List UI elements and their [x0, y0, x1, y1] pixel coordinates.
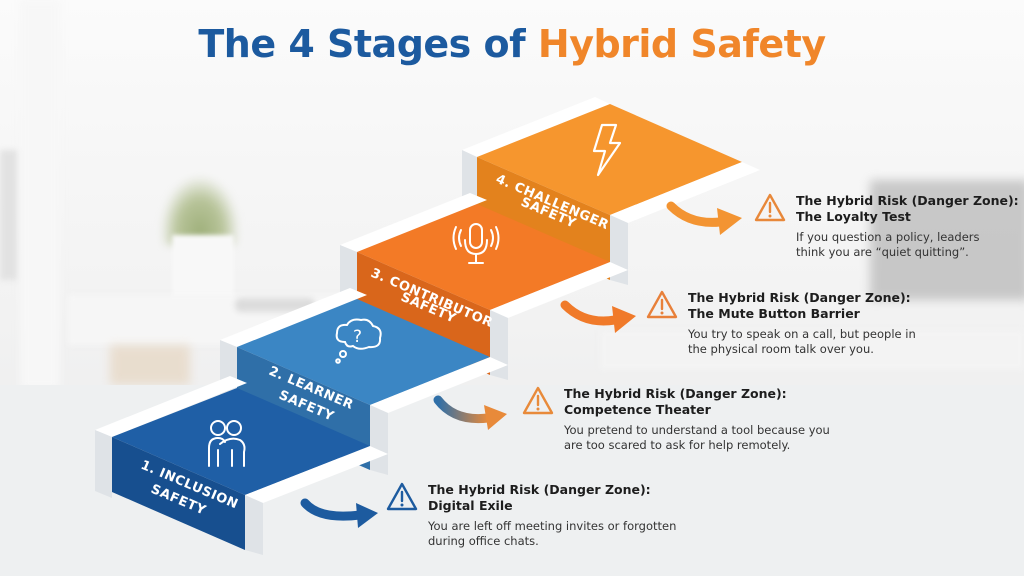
risk-description: If you question a policy, leaders think … — [796, 230, 980, 259]
laptop — [235, 298, 315, 312]
title-part-1: The 4 Stages of — [198, 22, 526, 66]
people-embrace-icon — [208, 420, 246, 467]
pillar — [20, 0, 60, 390]
arrow-stage-2 — [433, 395, 507, 430]
warning-triangle-icon — [386, 482, 418, 511]
plant-pot — [172, 235, 234, 305]
risk-callout-stage-4: The Hybrid Risk (Danger Zone): The Loyal… — [754, 193, 1024, 260]
svg-text:?: ? — [353, 327, 362, 347]
risk-heading: The Hybrid Risk (Danger Zone): Digital E… — [428, 482, 651, 513]
warning-triangle-icon — [522, 386, 554, 415]
thought-bubble-question-icon: ? — [335, 318, 382, 364]
page-title: The 4 Stages of Hybrid Safety — [0, 22, 1024, 66]
monitor — [870, 180, 1024, 300]
risk-callout-stage-3: The Hybrid Risk (Danger Zone): The Mute … — [646, 290, 956, 357]
lightning-bolt-icon — [592, 123, 622, 177]
warning-triangle-icon — [646, 290, 678, 319]
risk-callout-stage-1: The Hybrid Risk (Danger Zone): Digital E… — [386, 482, 726, 549]
warning-triangle-icon — [754, 193, 786, 222]
title-part-2: Hybrid Safety — [537, 22, 826, 66]
arrow-stage-3 — [560, 300, 636, 333]
stage-1-step: 1. INCLUSION SAFETY — [95, 376, 388, 555]
risk-description: You pretend to understand a tool because… — [564, 423, 830, 452]
risk-description: You are left off meeting invites or forg… — [428, 519, 677, 548]
table-legs — [110, 345, 190, 385]
door-frame — [0, 150, 18, 280]
microphone-icon — [452, 223, 500, 264]
risk-description: You try to speak on a call, but people i… — [688, 327, 916, 356]
arrow-stage-1 — [300, 498, 378, 528]
risk-callout-stage-2: The Hybrid Risk (Danger Zone): Competenc… — [522, 386, 862, 453]
risk-heading: The Hybrid Risk (Danger Zone): The Mute … — [688, 290, 911, 321]
plant — [160, 175, 240, 245]
arrow-stage-4 — [666, 201, 742, 235]
desk — [600, 330, 1024, 370]
risk-heading: The Hybrid Risk (Danger Zone): Competenc… — [564, 386, 787, 417]
risk-heading: The Hybrid Risk (Danger Zone): The Loyal… — [796, 193, 1019, 224]
